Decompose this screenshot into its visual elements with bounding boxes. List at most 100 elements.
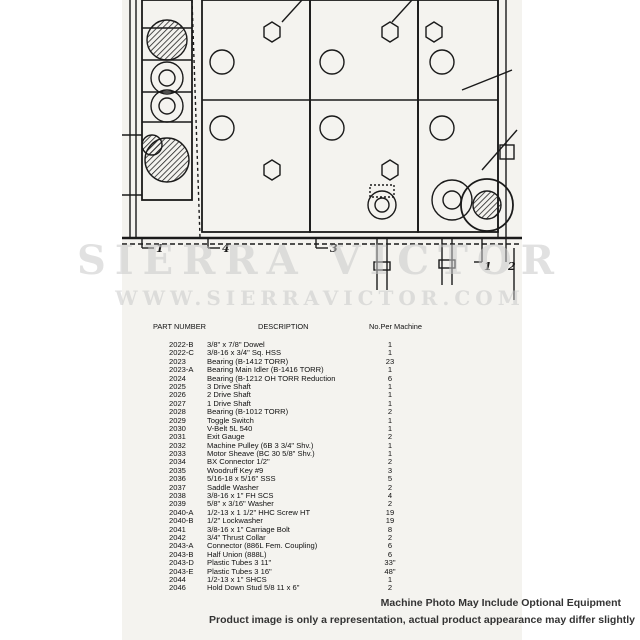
part-number-cell: 2044 [169, 574, 186, 584]
header-description: DESCRIPTION [258, 322, 309, 331]
qty-cell: 2 [387, 432, 393, 442]
qty-cell: 2 [387, 457, 393, 467]
part-number-cell: 2023-A [169, 365, 194, 375]
table-row: 2038 3/8-16 x 1" FH SCS 4 [122, 491, 522, 501]
description-cell: Bearing (B-1012 TORR) [207, 407, 289, 417]
description-cell: 3 Drive Shaft [207, 381, 251, 391]
part-number-cell: 2023 [169, 356, 186, 366]
description-cell: Bearing (B-1212 OH TORR Reduction [207, 373, 336, 383]
description-cell: 1 Drive Shaft [207, 398, 251, 408]
document-paper [122, 0, 522, 640]
table-row: 2030 V-Belt 5L 540 1 [122, 423, 522, 433]
table-row: 2041 3/8-16 x 1" Carriage Bolt 8 [122, 524, 522, 534]
qty-cell: 1 [387, 381, 393, 391]
qty-cell: 2 [387, 407, 393, 417]
qty-cell: 1 [387, 449, 393, 459]
callout-label-1b: 1 [484, 260, 492, 273]
description-cell: 5/16-18 x 5/16" SSS [207, 474, 276, 484]
part-number-cell: 2041 [169, 524, 186, 534]
description-cell: BX Connector 1/2" [207, 457, 270, 467]
table-row: 2024 Bearing (B-1212 OH TORR Reduction 6 [122, 373, 522, 383]
part-number-cell: 2033 [169, 449, 186, 459]
part-number-cell: 2028 [169, 407, 186, 417]
part-number-cell: 2043-B [169, 549, 194, 559]
qty-cell: 3 [387, 465, 393, 475]
description-cell: 1/2" Lockwasher [207, 516, 263, 526]
part-number-cell: 2037 [169, 482, 186, 492]
table-row: 2034 BX Connector 1/2" 2 [122, 457, 522, 467]
qty-cell: 2 [387, 532, 393, 542]
machine-schematic-drawing: 1 4 3 1 2 [122, 0, 522, 300]
qty-cell: 2 [387, 482, 393, 492]
description-cell: Exit Gauge [207, 432, 245, 442]
part-number-cell: 2031 [169, 432, 186, 442]
description-cell: 3/8" x 7/8" Dowel [207, 340, 265, 349]
description-cell: Bearing (B-1412 TORR) [207, 356, 289, 366]
description-cell: Hold Down Stud 5/8 11 x 6" [207, 583, 300, 593]
part-number-cell: 2043-D [169, 558, 194, 568]
optional-equipment-note: Machine Photo May Include Optional Equip… [380, 597, 621, 609]
table-row: 2033 Motor Sheave (BC 30 5/8" Shv.) 1 [122, 449, 522, 459]
part-number-cell: 2032 [169, 440, 186, 450]
qty-cell: 2 [387, 583, 393, 593]
qty-cell: 8 [387, 524, 393, 534]
callout-label-2: 2 [507, 260, 516, 273]
part-number-cell: 2039 [169, 499, 186, 509]
part-number-cell: 2043-A [169, 541, 194, 551]
description-cell: V-Belt 5L 540 [207, 423, 253, 433]
description-cell: 3/8-16 x 1" FH SCS [207, 491, 274, 501]
table-row: 2037 Saddle Washer 2 [122, 482, 522, 492]
qty-cell: 6 [387, 373, 393, 383]
description-cell: Half Union (888L) [207, 549, 267, 559]
qty-cell: 1 [387, 340, 393, 349]
part-number-cell: 2040-A [169, 507, 194, 517]
description-cell: Saddle Washer [207, 482, 259, 492]
description-cell: 3/8-16 x 1" Carriage Bolt [207, 524, 290, 534]
header-qty-per-machine: No.Per Machine [369, 322, 422, 331]
part-number-cell: 2038 [169, 491, 186, 501]
part-number-cell: 2026 [169, 390, 186, 400]
description-cell: 1/2-13 x 1" SHCS [207, 574, 267, 584]
table-row: 2028 Bearing (B-1012 TORR) 2 [122, 407, 522, 417]
part-number-cell: 2022-C [169, 348, 194, 358]
part-number-cell: 2046 [169, 583, 186, 593]
part-number-cell: 2043-E [169, 566, 194, 576]
qty-cell: 2 [387, 499, 393, 509]
qty-cell: 23 [385, 356, 395, 366]
part-number-cell: 2035 [169, 465, 186, 475]
part-number-cell: 2030 [169, 423, 186, 433]
callout-label-1: 1 [156, 242, 164, 255]
qty-cell: 4 [387, 491, 393, 501]
qty-cell: 1 [387, 390, 393, 400]
qty-cell: 1 [387, 423, 393, 433]
description-cell: 1/2-13 x 1 1/2" HHC Screw HT [207, 507, 311, 517]
description-cell: Plastic Tubes 3 11" [207, 558, 272, 568]
description-cell: Machine Pulley (6B 3 3/4" Shv.) [207, 440, 314, 450]
qty-cell: 6 [387, 541, 393, 551]
description-cell: Bearing Main Idler (B-1416 TORR) [207, 365, 324, 375]
part-number-cell: 2024 [169, 373, 186, 383]
qty-cell: 5 [387, 474, 393, 484]
part-number-cell: 2040-B [169, 516, 194, 526]
description-cell: 5/8" x 3/16" Washer [207, 499, 274, 509]
table-row: 2023 Bearing (B-1412 TORR) 23 [122, 356, 522, 366]
part-number-cell: 2034 [169, 457, 186, 467]
table-row: 2039 5/8" x 3/16" Washer 2 [122, 499, 522, 509]
part-number-cell: 2027 [169, 398, 186, 408]
description-cell: Motor Sheave (BC 30 5/8" Shv.) [207, 449, 315, 459]
part-number-cell: 2036 [169, 474, 186, 484]
callout-label-4: 4 [222, 242, 230, 255]
